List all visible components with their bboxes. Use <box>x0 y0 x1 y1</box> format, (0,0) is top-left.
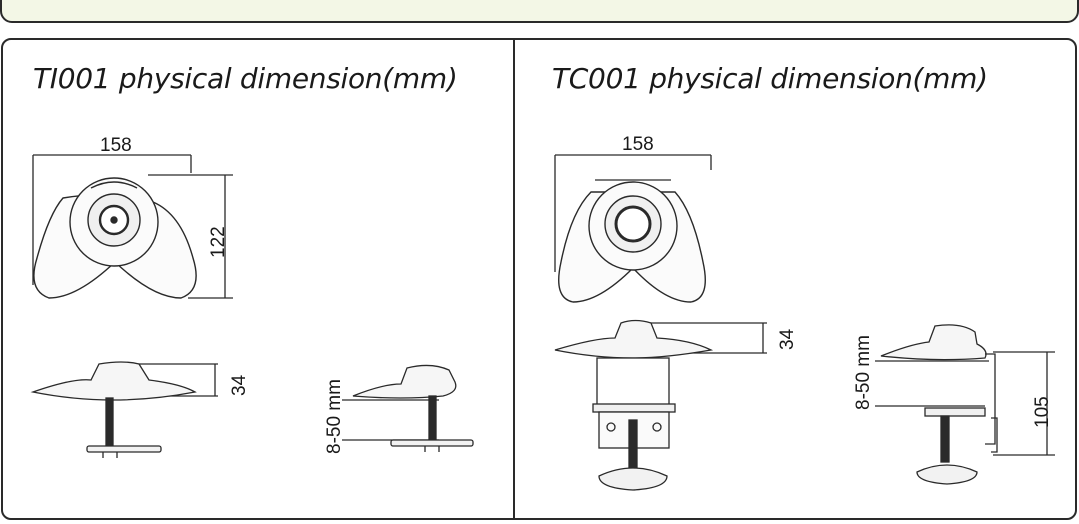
tc001-total-height-label: 105 <box>1032 396 1053 428</box>
ti001-title: TI001 physical dimension(mm) <box>33 62 458 95</box>
ti001-height-label: 34 <box>229 374 250 396</box>
ti001-depth-label: 122 <box>208 226 229 258</box>
tc001-top-view <box>558 181 706 303</box>
tc001-side-view <box>554 319 767 491</box>
ti001-clamp-range-label: 8-50 mm <box>324 379 345 454</box>
ti001-side-view <box>30 361 218 458</box>
tc001-drawing: 158 34 <box>554 134 1055 491</box>
ti001-drawing: 158 122 34 <box>30 135 474 458</box>
tc001-height-label: 34 <box>777 328 798 350</box>
tc001-title: TC001 physical dimension(mm) <box>552 62 988 95</box>
ti001-panel: TI001 physical dimension(mm) 158 122 <box>1 38 515 520</box>
ti001-width-label: 158 <box>100 135 132 156</box>
tc001-clamp-view <box>875 324 1055 485</box>
tc001-clamp-range-label: 8-50 mm <box>853 335 874 410</box>
ti001-top-view <box>33 177 197 299</box>
tc001-panel: TC001 physical dimension(mm) 158 <box>513 38 1077 520</box>
header-banner <box>0 0 1079 23</box>
ti001-clamp-view <box>342 364 474 452</box>
tc001-width-label: 158 <box>622 134 654 155</box>
